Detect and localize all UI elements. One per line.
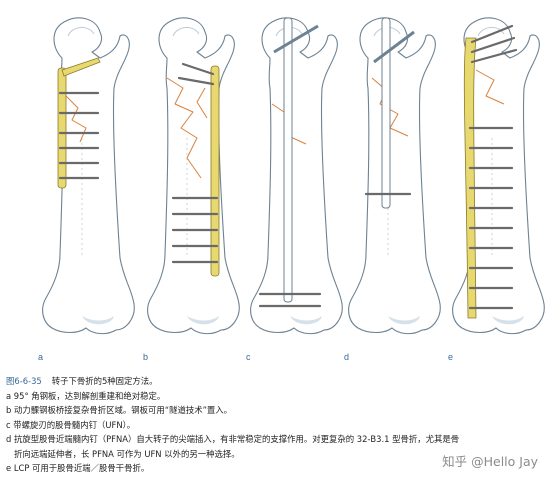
- screw: [177, 76, 215, 86]
- panel-letter-e: e: [448, 352, 453, 362]
- figure-caption: 图6-6-35 转子下骨折的5种固定方法。 a 95° 角钢板，达到解剖重建和绝对…: [6, 374, 546, 476]
- panel-c: [250, 17, 343, 335]
- femur-outline: [147, 17, 240, 335]
- blade-plate: [57, 67, 67, 189]
- panel-d: [348, 17, 441, 335]
- condyle-shading: [290, 316, 322, 325]
- femur-outline: [348, 17, 441, 335]
- caption-item-a: a 95° 角钢板，达到解剖重建和绝对稳定。: [6, 390, 166, 401]
- screw: [470, 24, 514, 44]
- condylar-plate: [210, 65, 220, 277]
- fracture-line: [475, 69, 505, 105]
- panel-b: [147, 17, 240, 335]
- panel-letter-c: c: [246, 352, 251, 362]
- panel-letter-a: a: [38, 352, 43, 362]
- pfna-blade: [373, 30, 415, 64]
- condyle-shading: [388, 316, 420, 325]
- caption-title-line: 图6-6-35 转子下骨折的5种固定方法。: [6, 374, 546, 389]
- intramedullary-nail: [283, 17, 293, 303]
- condyle-shading: [492, 316, 524, 325]
- femur-outline: [250, 17, 343, 335]
- panel-a: [42, 17, 135, 335]
- figure-number: 图6-6-35: [6, 376, 42, 386]
- condyle-shading: [82, 316, 114, 325]
- screw: [470, 48, 518, 64]
- condyle-shading: [187, 316, 219, 325]
- femoral-head-shading: [477, 27, 505, 37]
- femoral-head-shading: [67, 27, 95, 37]
- caption-item-c: c 带螺旋刃的股骨髓内钉（UFN）。: [6, 419, 136, 430]
- caption-item-d-continued: 折向远端延伸者，长 PFNA 可作为 UFN 以外的另一种选择。: [14, 448, 240, 459]
- screw: [181, 62, 215, 76]
- pfna-nail: [381, 17, 391, 209]
- caption-item-d: d 抗旋型股骨近端髓内钉（PFNA）自大转子的尖端插入，有非常稳定的支撑作用。对…: [6, 434, 460, 444]
- panel-e: [452, 17, 545, 335]
- fracture-line: [196, 87, 208, 119]
- caption-item-e: e LCP 可用于股骨近端／股骨干骨折。: [6, 463, 150, 473]
- panel-letter-b: b: [143, 352, 148, 362]
- caption-item-b: b 动力髁钢板桥接复杂骨折区域。钢板可用“隧道技术”置入。: [6, 405, 233, 415]
- fracture-line: [166, 77, 202, 179]
- femoral-head-shading: [172, 27, 200, 37]
- zhihu-watermark: 知乎 @Hello Jay: [442, 454, 538, 469]
- screw: [470, 36, 516, 54]
- caption-title: 转子下骨折的5种固定方法。: [51, 376, 158, 386]
- femur-fixation-figure: a b c d e: [38, 17, 545, 362]
- panel-letter-d: d: [344, 352, 349, 362]
- blade-plate-blade: [61, 57, 101, 77]
- spiral-blade: [273, 24, 319, 54]
